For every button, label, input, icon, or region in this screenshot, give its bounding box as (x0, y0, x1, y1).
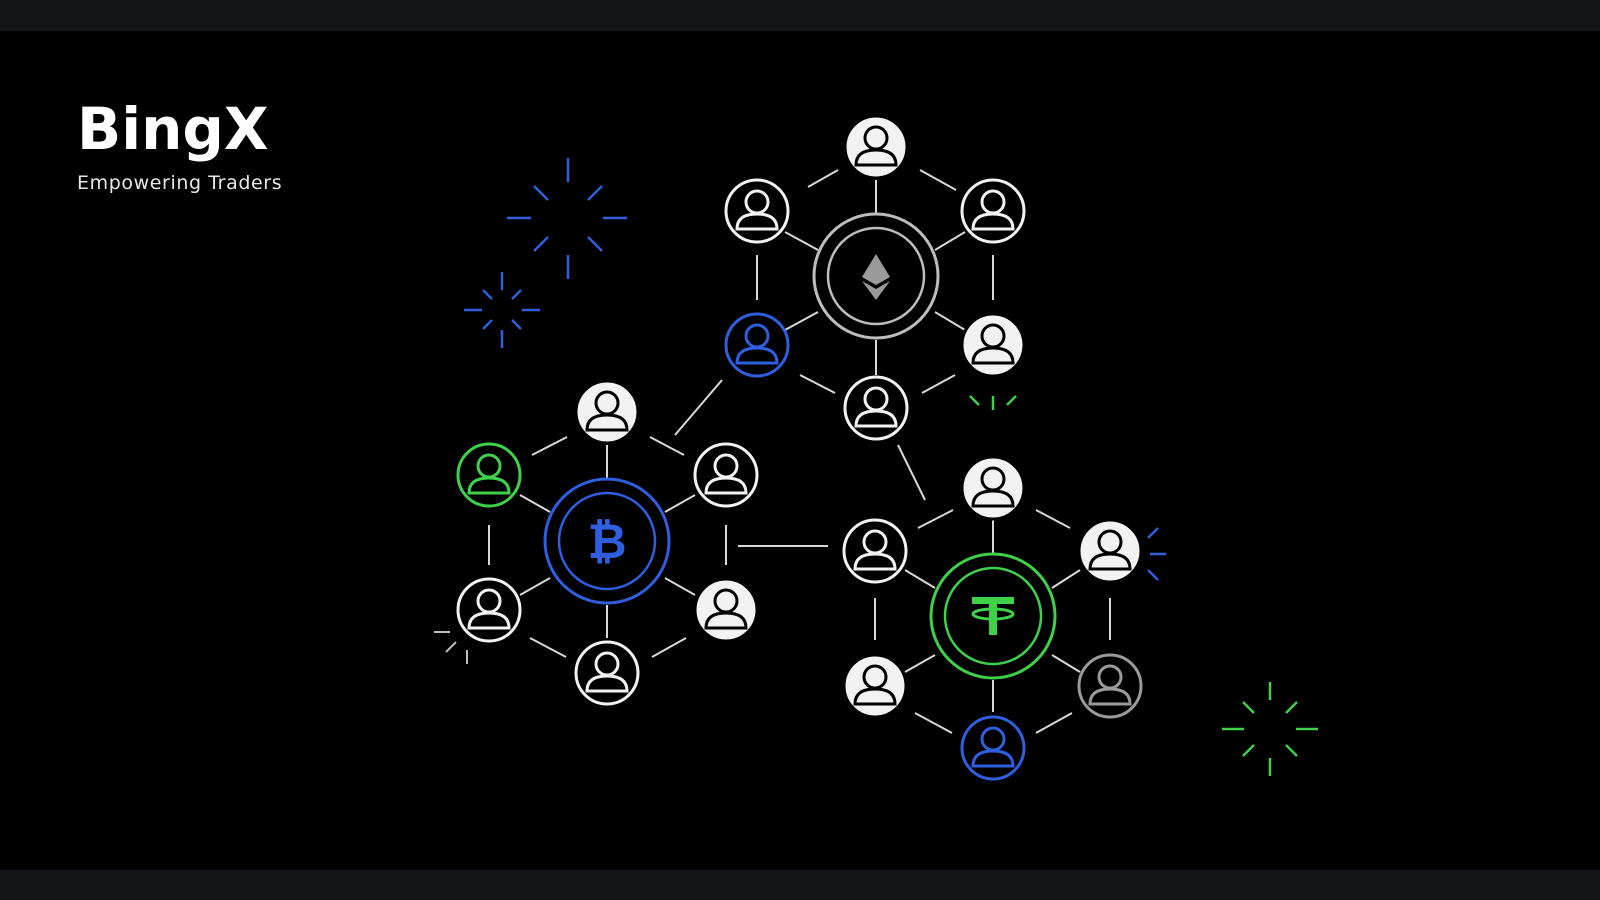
brand-block: BingX Empowering Traders (77, 100, 282, 194)
connection-lines (488, 169, 1111, 734)
sparkle-icon (464, 272, 540, 348)
sparkle-icon (1147, 527, 1166, 581)
user-icon (1077, 653, 1143, 719)
sparkle-icon (434, 631, 468, 664)
ethereum-hub (812, 212, 940, 340)
user-icon (574, 379, 640, 445)
bitcoin-hub: ₿ (543, 477, 671, 605)
user-icon (960, 312, 1026, 378)
tether-hub (929, 552, 1057, 680)
user-icon (724, 312, 790, 378)
user-icon (456, 442, 522, 508)
sparkle-icon (969, 395, 1017, 410)
user-icon (574, 640, 640, 706)
user-icon (693, 442, 759, 508)
ethereum-icon (862, 254, 890, 300)
user-icon (724, 178, 790, 244)
user-icon (456, 577, 522, 643)
user-icon (960, 178, 1026, 244)
user-icon (960, 455, 1026, 521)
bingx-logo: BingX (77, 95, 269, 163)
user-icon (1077, 518, 1143, 584)
bitcoin-icon: ₿ (587, 514, 626, 570)
tagline: Empowering Traders (77, 172, 283, 194)
user-icon (842, 653, 908, 719)
user-icon (843, 114, 909, 180)
user-icon (693, 577, 759, 643)
sparkle-icon (507, 158, 627, 279)
user-icon (960, 715, 1026, 781)
user-icon (842, 518, 908, 584)
tether-icon (971, 597, 1015, 635)
hero-banner (0, 31, 1600, 870)
user-icon (843, 375, 909, 441)
sparkle-icon (1222, 682, 1318, 776)
